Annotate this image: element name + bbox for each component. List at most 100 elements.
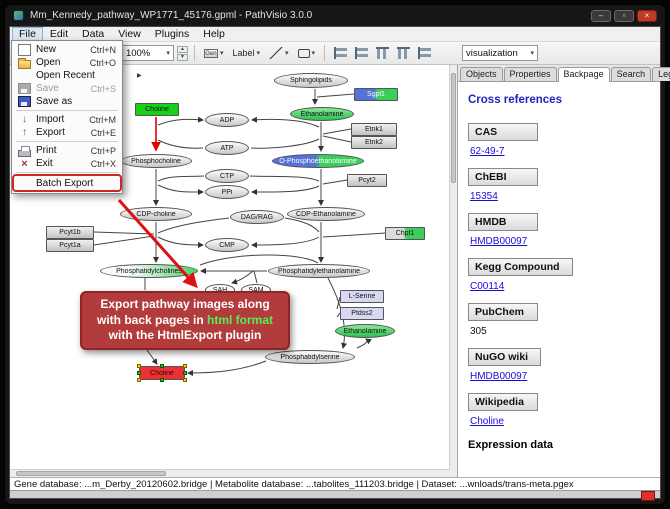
- menu-data[interactable]: Data: [82, 27, 105, 40]
- selection-handle[interactable]: [160, 364, 164, 368]
- node-pcyt1a[interactable]: Pcyt1a: [46, 239, 94, 252]
- node-etnk1[interactable]: Etnk1: [351, 123, 397, 136]
- menu-help[interactable]: Help: [203, 27, 225, 40]
- node-phosphatidylethanolamine[interactable]: Phosphatidylethanolamine: [268, 264, 370, 278]
- xref-link[interactable]: HMDB00097: [470, 236, 528, 247]
- scrollbar-thumb[interactable]: [451, 73, 456, 183]
- menu-plugins[interactable]: Plugins: [154, 27, 190, 40]
- selection-handle[interactable]: [160, 378, 164, 382]
- spin-up-icon[interactable]: ▲: [176, 45, 188, 53]
- node-phosphatidylcholines[interactable]: Phosphatidylcholines: [100, 264, 198, 278]
- node-pcyt2[interactable]: Pcyt2: [347, 174, 387, 187]
- tab-objects[interactable]: Objects: [460, 67, 503, 81]
- xref-link[interactable]: 15354: [470, 191, 498, 202]
- annotation-text: Export pathway images along with back pa…: [92, 297, 278, 344]
- file-menu-item-export[interactable]: Export Ctrl+E: [13, 126, 121, 139]
- menu-view[interactable]: View: [118, 27, 141, 40]
- node-cdp-ethanolamine[interactable]: CDP-Ethanolamine: [287, 207, 365, 221]
- xref-header: Wikipedia: [468, 393, 538, 411]
- node-label: Pcyt1b: [59, 229, 81, 236]
- node-ethanolamine-bottom[interactable]: Ethanolamine: [335, 324, 395, 338]
- node-label: Phosphatidylcholines: [116, 267, 182, 275]
- xref-header: PubChem: [468, 303, 538, 321]
- node-adp[interactable]: ADP: [205, 113, 249, 127]
- minimize-button[interactable]: –: [591, 9, 611, 22]
- node-cmp[interactable]: CMP: [205, 238, 249, 252]
- tab-properties[interactable]: Properties: [503, 67, 557, 81]
- tab-backpage[interactable]: Backpage: [557, 67, 610, 82]
- node-label: CDP-choline: [136, 210, 176, 218]
- menu-item-label: Export: [36, 127, 65, 138]
- node-label: SAM: [248, 286, 264, 294]
- tab-legend[interactable]: Legend: [652, 67, 670, 81]
- node-o-phosphoethanolamine[interactable]: O-Phosphoethanolamine: [272, 154, 364, 168]
- canvas-vertical-scrollbar[interactable]: [449, 65, 457, 477]
- stack-vertical-button[interactable]: [415, 44, 433, 62]
- visualization-combobox[interactable]: visualization▾: [462, 45, 538, 61]
- node-ptdss2[interactable]: Ptdss2: [340, 307, 384, 320]
- menu-item-shortcut: Ctrl+E: [90, 127, 116, 138]
- canvas-horizontal-scrollbar[interactable]: [10, 469, 450, 477]
- xref-link[interactable]: HMDB00097: [470, 371, 528, 382]
- maximize-button[interactable]: ▫: [614, 9, 634, 22]
- xref-link[interactable]: Choline: [470, 416, 504, 427]
- align-top-button[interactable]: [373, 44, 391, 62]
- menu-item-label: Import: [36, 114, 65, 125]
- node-pcyt1b[interactable]: Pcyt1b: [46, 226, 94, 239]
- spin-down-icon[interactable]: ▼: [176, 53, 188, 61]
- titlebar[interactable]: Mm_Kennedy_pathway_WP1771_45176.gpml - P…: [5, 5, 665, 26]
- zoom-combobox[interactable]: 100%▾: [121, 45, 174, 61]
- node-atp[interactable]: ATP: [205, 141, 249, 155]
- close-button[interactable]: ×: [637, 9, 657, 22]
- selection-handle[interactable]: [183, 371, 187, 375]
- submenu-arrow-icon: ▶: [136, 73, 142, 79]
- node-sphingolipids[interactable]: Sphingolipids: [274, 73, 348, 88]
- node-label: Ptdss2: [351, 310, 373, 317]
- menu-edit[interactable]: Edit: [49, 27, 69, 40]
- menu-item-label: New: [36, 44, 57, 55]
- selection-handle[interactable]: [137, 378, 141, 382]
- shape-tool-button[interactable]: ▾: [295, 44, 319, 62]
- scrollbar-thumb[interactable]: [16, 471, 166, 476]
- pathway-canvas[interactable]: Export pathway images along with back pa…: [10, 65, 450, 477]
- node-choline-top[interactable]: Choline: [135, 103, 179, 116]
- align-center-button[interactable]: [352, 44, 370, 62]
- node-cdp-choline[interactable]: CDP-choline: [120, 207, 192, 221]
- line-tool-button[interactable]: ▾: [266, 44, 292, 62]
- add-label-button[interactable]: Label▾: [229, 44, 263, 62]
- selection-handle[interactable]: [183, 364, 187, 368]
- xref-link[interactable]: 62-49-7: [470, 146, 505, 157]
- zoom-stepper[interactable]: ▲▼: [176, 45, 188, 61]
- file-menu-item-save-as[interactable]: Save as: [13, 95, 121, 108]
- node-ctp[interactable]: CTP: [205, 169, 249, 183]
- node-phosphocholine[interactable]: Phosphocholine: [120, 154, 192, 168]
- xref-link[interactable]: C00114: [470, 281, 505, 292]
- tab-search[interactable]: Search: [610, 67, 652, 81]
- align-left-button[interactable]: [331, 44, 349, 62]
- node-dag[interactable]: DAG/RAG: [230, 210, 284, 224]
- node-label: Ethanolamine: [343, 327, 387, 335]
- selection-handle[interactable]: [183, 378, 187, 382]
- add-datanode-button[interactable]: Gen▾: [201, 44, 227, 62]
- stack-horizontal-button[interactable]: [394, 44, 412, 62]
- node-l-serine[interactable]: L-Serine: [340, 290, 384, 303]
- node-sgpl1[interactable]: Sgpl1: [354, 88, 398, 101]
- node-choline-bottom[interactable]: Choline: [137, 364, 187, 382]
- node-label: L-Serine: [348, 293, 376, 300]
- file-menu-item-batch-export[interactable]: Batch Export: [12, 174, 122, 192]
- selection-handle[interactable]: [137, 364, 141, 368]
- node-etnk2[interactable]: Etnk2: [351, 136, 397, 149]
- file-menu-item-open-recent[interactable]: Open Recent▶: [13, 69, 142, 82]
- node-chpt1[interactable]: Chpt1: [385, 227, 425, 240]
- node-ethanolamine-top[interactable]: Ethanolamine: [290, 107, 354, 121]
- node-ppi[interactable]: PPi: [205, 185, 249, 199]
- selection-handle[interactable]: [137, 371, 141, 375]
- node-phosphatidylserine[interactable]: Phosphatidylserine: [265, 350, 355, 364]
- node-label: CTP: [220, 172, 234, 180]
